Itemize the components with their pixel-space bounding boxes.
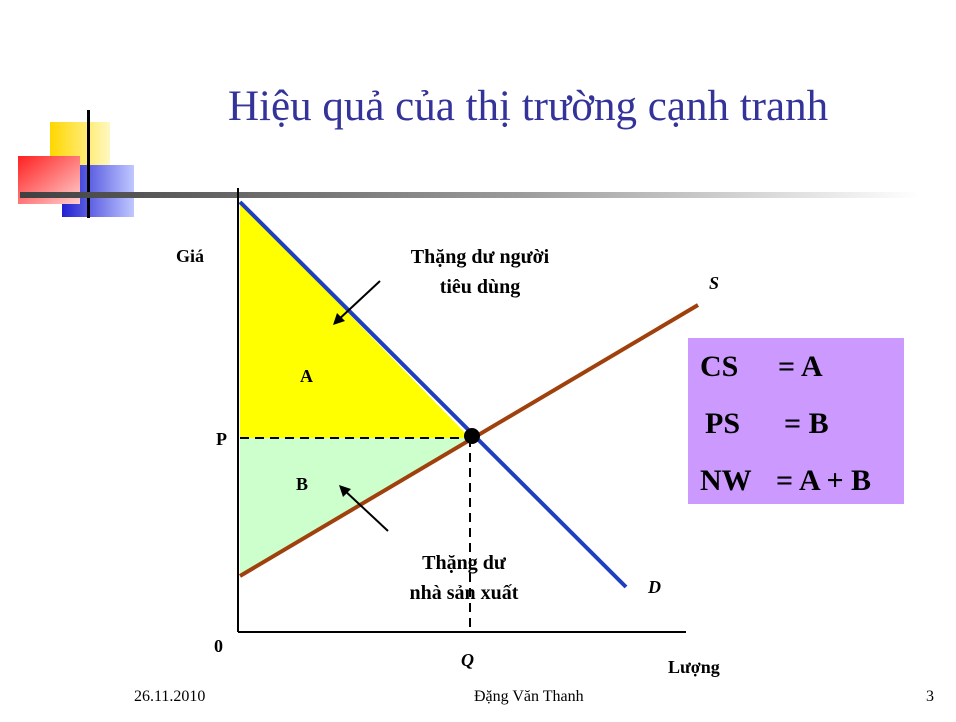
ps-annotation-line1: Thặng dư <box>422 552 507 574</box>
cs-term: CS <box>700 350 739 383</box>
cs-annotation-line2: tiêu dùng <box>440 276 521 298</box>
footer-author: Đặng Văn Thanh <box>474 688 584 705</box>
cs-arrowhead <box>333 313 345 325</box>
demand-label: D <box>647 577 661 597</box>
quantity-label: Q <box>461 650 474 670</box>
cs-annotation-line1: Thặng dư người <box>411 246 550 268</box>
equilibrium-point <box>464 428 480 444</box>
ps-arrowhead <box>339 485 351 497</box>
area-a-label: A <box>300 366 313 386</box>
logo-vertical-line <box>87 110 90 218</box>
cs-value: = A <box>778 350 823 383</box>
demand-curve <box>238 200 628 589</box>
ps-term: PS <box>705 407 741 440</box>
x-axis-label: Lượng <box>668 657 720 677</box>
ps-value: = B <box>784 407 829 440</box>
footer-date: 26.11.2010 <box>134 688 206 705</box>
nw-value: = A + B <box>776 464 872 497</box>
nw-term: NW <box>700 464 752 497</box>
title-rule <box>20 192 920 198</box>
cs-arrow <box>335 280 381 323</box>
summary-box: CS = A PS = B NW = A + B <box>688 338 904 504</box>
slide-title: Hiệu quả của thị trường cạnh tranh <box>228 83 829 130</box>
area-b-label: B <box>296 474 308 494</box>
price-label: P <box>216 429 227 449</box>
footer-page-number: 3 <box>926 688 934 705</box>
origin-label: 0 <box>214 636 223 656</box>
ps-annotation-line2: nhà sản xuất <box>410 582 519 604</box>
ps-arrow <box>342 488 389 532</box>
supply-label: S <box>709 273 719 293</box>
y-axis-label: Giá <box>176 246 204 266</box>
